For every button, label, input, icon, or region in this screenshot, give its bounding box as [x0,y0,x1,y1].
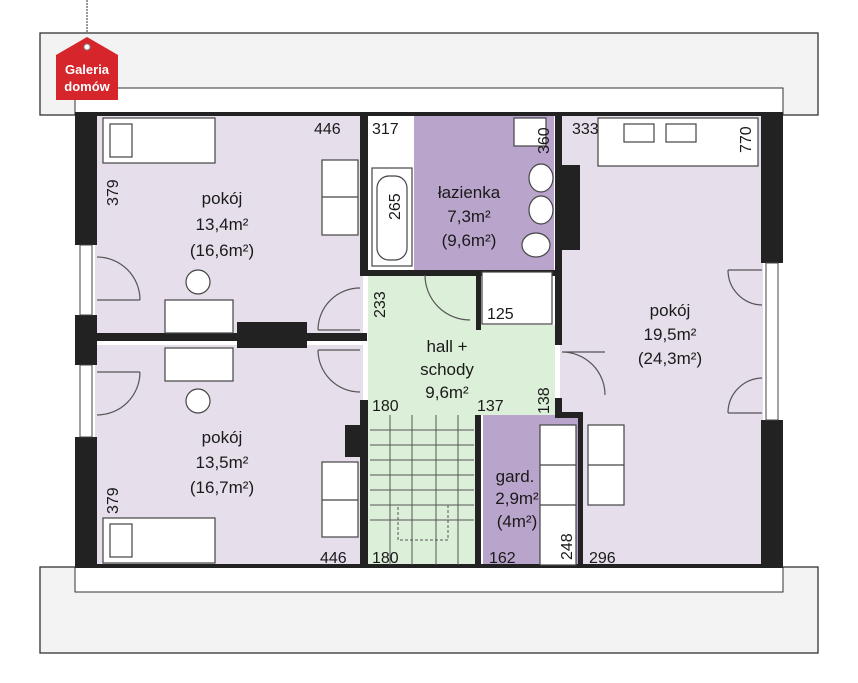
dim-770: 770 [738,126,755,153]
walls [75,112,783,568]
room-name-line1: hall + [426,337,467,356]
dim-233: 233 [372,291,389,318]
dim-333: 333 [572,121,599,138]
room-name: pokój [650,301,691,320]
dim-162: 162 [489,550,516,567]
room-fill-stairs [368,415,476,567]
galeria-domow-logo: Galeria domów [56,37,118,100]
room-area: 13,4m² [196,215,249,234]
room-area: 19,5m² [644,325,697,344]
room-area-total: (4m²) [497,512,538,531]
room-area: 13,5m² [196,453,249,472]
dim-379-top: 379 [105,179,122,206]
dim-248: 248 [559,533,576,560]
room-name: łazienka [438,183,501,202]
room-label-pokoj-e: pokój 19,5m² (24,3m²) [638,301,702,368]
dim-379-bottom: 379 [105,487,122,514]
doors [96,256,763,416]
room-name-line2: schody [420,360,474,379]
logo-line2: domów [64,79,110,94]
dim-446-top: 446 [314,121,341,138]
room-label-garderoba: gard. 2,9m² (4m²) [495,467,539,531]
room-area-total: (9,6m²) [442,231,497,250]
stairs [370,415,474,565]
dim-265: 265 [387,193,404,220]
room-label-pokoj-nw: pokój 13,4m² (16,6m²) [190,189,254,260]
room-label-pokoj-sw: pokój 13,5m² (16,7m²) [190,428,254,497]
room-area: 9,6m² [425,383,469,402]
room-name: pokój [202,428,243,447]
room-area: 2,9m² [495,489,539,508]
dim-360: 360 [536,127,553,154]
room-area-total: (16,7m²) [190,478,254,497]
roof-top [39,32,819,116]
room-area-total: (16,6m²) [190,241,254,260]
room-area: 7,3m² [447,207,491,226]
dim-125: 125 [487,306,514,323]
furniture [102,117,759,566]
dim-446-bottom: 446 [320,550,347,567]
dimension-labels: 446 317 333 770 379 265 360 233 125 180 … [105,121,755,567]
windows [79,244,779,438]
room-name: gard. [496,467,535,486]
room-area-total: (24,3m²) [638,349,702,368]
dim-137: 137 [477,398,504,415]
dim-180-mid: 180 [372,398,399,415]
roof-bottom [39,566,819,654]
logo-line1: Galeria [65,62,110,77]
room-name: pokój [202,189,243,208]
dim-296: 296 [589,550,616,567]
dim-317: 317 [372,121,399,138]
room-label-lazienka: łazienka 7,3m² (9,6m²) [438,183,501,250]
dim-180-bottom: 180 [372,550,399,567]
room-label-hall: hall + schody 9,6m² [420,337,474,402]
dim-138: 138 [536,387,553,414]
